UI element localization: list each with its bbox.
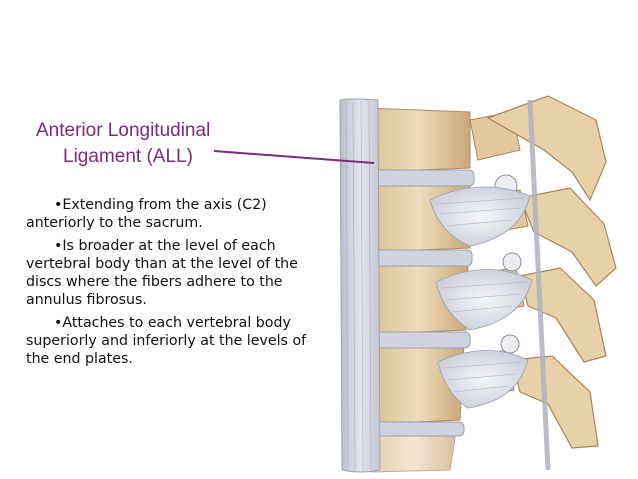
supraspinous-ligament [527, 99, 551, 471]
ligament-fibers [429, 186, 533, 409]
description-text: •Extending from the axis (C2) anteriorly… [26, 196, 316, 373]
anterior-longitudinal-ligament [339, 98, 381, 473]
ligament-label-line-1: Anterior Longitudinal [36, 120, 211, 141]
bullet-attaches: •Attaches to each vertebral body superio… [26, 314, 307, 368]
bullet-extending: •Extending from the axis (C2) anteriorly… [26, 197, 267, 232]
ligament-label-line-2: Ligament (ALL) [63, 146, 193, 167]
label-pointer-line [213, 150, 375, 164]
bullet-broader: •Is broader at the level of each vertebr… [26, 237, 298, 309]
intervertebral-discs [365, 169, 475, 437]
